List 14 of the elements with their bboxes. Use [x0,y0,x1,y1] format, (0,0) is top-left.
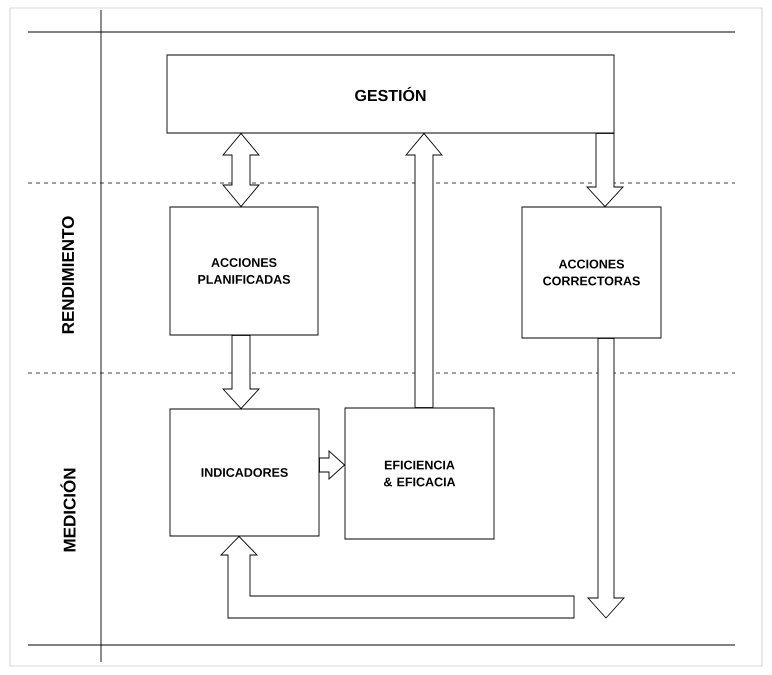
block-arrow [222,132,260,208]
block-arrow [405,132,443,408]
process-box: ACCIONES CORRECTORAS [522,206,662,338]
block-arrow [220,536,574,618]
block-arrow [586,338,626,619]
process-box: ACCIONES PLANIFICADAS [170,206,318,336]
block-arrow [586,133,624,208]
process-box: EFICIENCIA & EFICACIA [344,408,494,540]
block-arrow [222,335,260,410]
row-label: RENDIMIENTO [62,216,74,334]
row-label: MEDICIÓN [60,468,76,552]
block-arrow [319,450,346,480]
process-box: INDICADORES [170,408,320,536]
process-box: GESTIÓN [166,54,614,134]
